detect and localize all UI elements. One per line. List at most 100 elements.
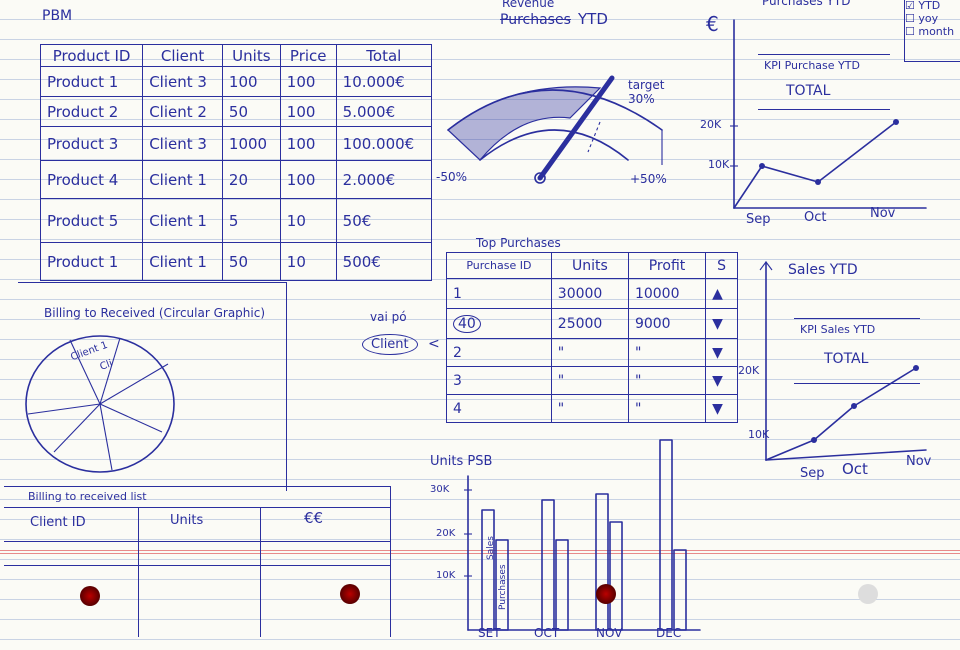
cell: 500€ [335, 242, 433, 281]
binder-hole [80, 586, 100, 606]
col-header: Product ID [39, 44, 144, 67]
y-axis-arrow [759, 261, 767, 271]
gauge-title-suffix: YTD [578, 10, 608, 28]
cell: 3 [446, 366, 552, 395]
table-row: 1 30000 10000 ▲ [446, 278, 738, 309]
purchases-kpi-box: KPI Purchase YTD TOTAL [758, 54, 890, 110]
bar-sales [659, 439, 673, 631]
gauge-max-label: +50% [630, 172, 667, 186]
kpi-title: KPI Purchase YTD [764, 59, 860, 72]
gauge-target-label: target 30% [628, 78, 665, 106]
cell: Client 1 [142, 242, 223, 281]
data-point [811, 437, 817, 443]
gauge-pivot [534, 172, 546, 184]
status-down-icon: ▼ [705, 366, 738, 395]
billing-list-title: Billing to received list [28, 490, 147, 503]
cell: Product 2 [39, 96, 144, 127]
arrow-left-icon: < [428, 336, 440, 352]
cell: " [550, 338, 629, 367]
pie-slice-line [69, 339, 101, 405]
gauge-inner-arc [479, 129, 629, 161]
pie-slice-line [99, 363, 169, 405]
col-header: Purchase ID [446, 252, 552, 279]
y-axis-arrow [765, 261, 773, 271]
x-tick-label: Nov [870, 206, 896, 221]
cell: 1 [446, 278, 552, 309]
cell: " [550, 394, 629, 423]
gauge-title-struck: Purchases [500, 12, 571, 28]
billing-pie-title: Billing to Received (Circular Graphic) [44, 306, 266, 320]
x-tick-label: Oct [842, 460, 868, 478]
cell: 5.000€ [335, 96, 433, 127]
gauge-min-label: -50% [436, 170, 468, 184]
x-tick-label: Sep [800, 466, 825, 481]
col-header: Units [170, 513, 204, 528]
gauge-target-tick [587, 121, 601, 153]
table-row: Product 1 Client 1 50 10 500€ [39, 242, 433, 281]
cell: " [627, 394, 707, 423]
margin-line [0, 550, 960, 551]
cell: 100 [279, 126, 337, 161]
cell: 10000 [627, 278, 707, 309]
pie-outline [25, 335, 175, 473]
client-link[interactable]: Client [362, 334, 418, 355]
cell: Client 3 [142, 126, 223, 161]
sales-chart-title: Sales YTD [788, 262, 858, 278]
y-tick-label: 10K [708, 158, 730, 171]
cell: Client 1 [142, 160, 223, 199]
cell-circled[interactable]: 40 [446, 308, 552, 339]
x-tick-label: Nov [906, 454, 932, 469]
side-note: vai pó [370, 310, 407, 324]
binder-hole [340, 584, 360, 604]
status-down-icon: ▼ [705, 394, 738, 423]
cell: 5 [221, 198, 281, 243]
table-row: Product 2 Client 2 50 100 5.000€ [39, 96, 433, 127]
cell: 100 [279, 160, 337, 199]
cell: 50 [221, 242, 281, 281]
pie-slice-line [99, 403, 113, 471]
x-tick-label: Sep [746, 212, 771, 227]
x-axis [765, 449, 927, 461]
purchases-legend: ☑ YTD ☐ yoy ☐ month [904, 0, 960, 62]
x-tick-label: OCT [534, 626, 560, 640]
data-point [893, 119, 899, 125]
cell: " [627, 366, 707, 395]
status-up-icon: ▲ [705, 278, 738, 309]
col-header: Price [279, 44, 337, 67]
purchases-line-chart [730, 19, 927, 209]
bar-purchases [555, 539, 569, 631]
x-tick-label: Oct [804, 210, 827, 225]
sales-line-chart [759, 261, 927, 461]
bar-purchases [609, 521, 623, 631]
cell: Product 5 [39, 198, 144, 243]
cell: Product 1 [39, 242, 144, 281]
cell: " [550, 366, 629, 395]
table-row: Product 3 Client 3 1000 100 100.000€ [39, 126, 433, 161]
data-point [759, 163, 765, 169]
gauge-chart [447, 75, 663, 184]
cell: 50 [221, 96, 281, 127]
cell: Product 3 [39, 126, 144, 161]
gauge-title-top: Revenue [502, 0, 555, 10]
table-row: Product 1 Client 3 100 100 10.000€ [39, 66, 433, 97]
billing-list-panel: Client ID Units €€ [4, 486, 391, 637]
cell: 4 [446, 394, 552, 423]
cell: 1000 [221, 126, 281, 161]
billing-pie-panel [18, 282, 287, 491]
cell: 25000 [550, 308, 629, 339]
x-tick-label: NOV [596, 626, 623, 640]
units-bar-chart [464, 439, 701, 631]
cell: 30000 [550, 278, 629, 309]
purchases-chart-title: Purchases YTD [762, 0, 851, 8]
cell: " [627, 338, 707, 367]
purchases-line [733, 121, 897, 209]
cell: 100 [279, 66, 337, 97]
col-header: Profit [627, 252, 707, 279]
table-row: Product 4 Client 1 20 100 2.000€ [39, 160, 433, 199]
y-tick-label: 20K [436, 528, 456, 539]
cell: 2.000€ [335, 160, 433, 199]
cell: Client 1 [142, 198, 223, 243]
gauge-needle [537, 75, 615, 181]
y-tick-label: 10K [436, 570, 456, 581]
legend-item: ☑ YTD [905, 0, 941, 12]
